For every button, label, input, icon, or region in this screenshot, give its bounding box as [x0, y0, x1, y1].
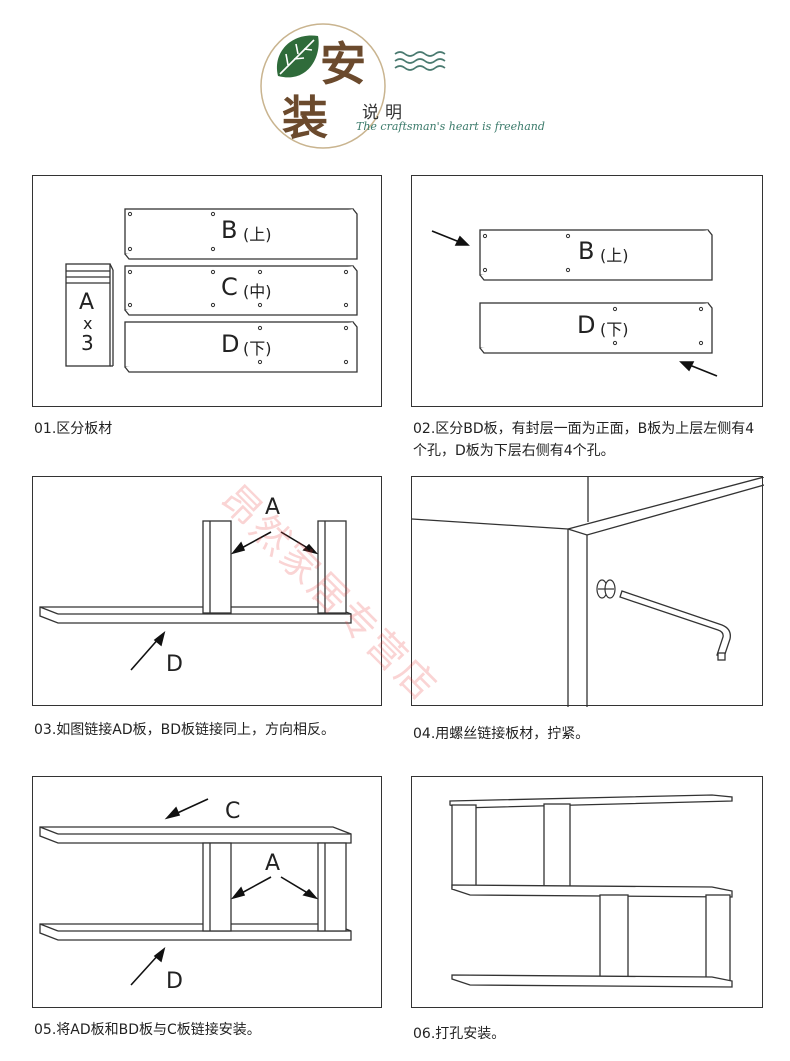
logo-char-1: 安 — [320, 37, 366, 91]
step-5-caption: 05.将AD板和BD板与C板链接安装。 — [34, 1022, 261, 1038]
logo-tagline: The craftsman's heart is freehand — [356, 120, 545, 133]
step-1-caption: 01.区分板材 — [34, 421, 113, 437]
step-4-panel — [411, 476, 764, 707]
arrow-icon — [130, 531, 319, 671]
step-1-panel: B (上) C (中) D (下) A x 3 — [32, 175, 382, 407]
board-c-label: C — [221, 273, 238, 301]
board-a-multiplier: x — [83, 314, 93, 333]
board-b-label: B — [221, 216, 238, 244]
step-2-caption: 02.区分BD板，有封层一面为正面，B板为上层左侧有4个孔，D板为下层右侧有4个… — [413, 421, 755, 459]
step-6-illustration — [449, 794, 733, 988]
step-6-caption: 06.打孔安装。 — [413, 1026, 506, 1042]
step-3-illustration — [39, 520, 352, 671]
board-a-label: A — [79, 290, 95, 315]
board-b-position: (上) — [600, 246, 629, 265]
step-5-illustration — [39, 798, 352, 986]
arrow-icon — [431, 230, 470, 246]
board-b-position: (上) — [243, 225, 272, 244]
board-a-label: A — [265, 495, 281, 520]
board-b-label: B — [578, 237, 595, 265]
logo: 安 装 说明 The craftsman's heart is freehand — [260, 18, 590, 158]
board-d-label: D — [166, 652, 183, 677]
leaf-icon — [276, 35, 319, 78]
board-c-position: (中) — [243, 282, 272, 301]
step-3-caption: 03.如图链接AD板，BD板链接同上，方向相反。 — [34, 722, 336, 738]
logo-graphic — [260, 23, 446, 149]
logo-char-2: 装 — [282, 91, 328, 145]
step-4-caption: 04.用螺丝链接板材，拧紧。 — [413, 726, 590, 742]
board-d-label: D — [221, 330, 240, 358]
step-5-panel: C A D — [32, 776, 382, 1008]
step-1-illustration — [65, 208, 358, 373]
step-4-illustration — [412, 477, 764, 707]
board-d-label: D — [166, 969, 183, 994]
step-2-panel: B (上) D (下) — [411, 175, 763, 407]
board-d-label: D — [577, 311, 596, 339]
board-a-quantity: 3 — [81, 331, 94, 355]
board-a-label: A — [265, 851, 281, 876]
logo-subtitle: 说明 — [362, 103, 408, 123]
step-2-illustration — [431, 229, 718, 377]
board-c-label: C — [225, 799, 241, 824]
arrow-icon — [679, 361, 718, 377]
hex-key-icon — [619, 590, 731, 661]
board-d-position: (下) — [243, 339, 272, 358]
wave-icon — [394, 51, 446, 71]
step-3-panel: A D — [32, 476, 382, 706]
screw-icon — [596, 579, 616, 599]
board-d-position: (下) — [600, 320, 629, 339]
arrow-icon — [130, 798, 319, 986]
step-6-panel — [411, 776, 763, 1008]
